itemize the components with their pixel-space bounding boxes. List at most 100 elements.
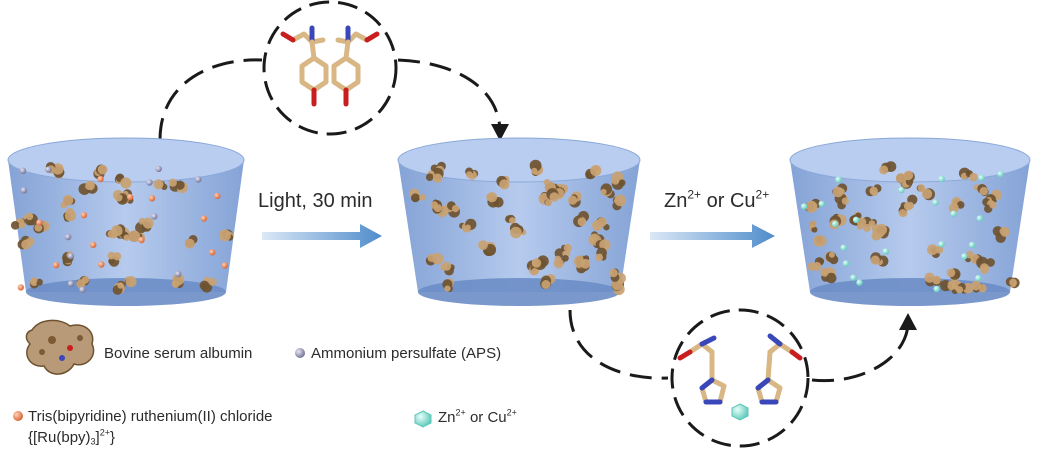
protein-cluster [595,247,607,262]
protein-cluster [444,201,460,218]
protein-cluster [804,198,821,213]
small-sphere [80,211,88,219]
protein-cluster [153,179,168,190]
small-sphere [840,244,847,251]
protein-cluster [813,235,827,247]
protein-cluster [553,254,569,269]
small-sphere [221,262,228,269]
small-sphere [968,241,976,249]
small-sphere [200,215,208,222]
container-crosslinked [397,137,641,306]
small-sphere [195,176,202,183]
small-sphere [67,252,75,260]
protein-cluster [964,250,983,264]
legend-charge-zn: 2+ [455,407,466,418]
small-sphere [978,174,985,182]
small-sphere [208,249,216,256]
protein-cluster [927,244,944,259]
protein-cluster [465,167,479,180]
legend-charge-cu: 2+ [506,407,517,418]
small-sphere [52,261,60,269]
protein-cluster [820,267,837,284]
small-sphere [67,280,75,287]
protein-cluster [425,167,444,183]
protein-cluster [600,183,615,199]
protein-cluster [875,223,890,238]
small-sphere [976,215,983,222]
ru-formula-charge: 2+ [99,427,110,438]
protein-cluster [529,159,544,177]
protein-cluster [895,170,914,186]
ru-formula-close: ] [95,429,100,446]
small-sphere [800,203,808,210]
protein-cluster [171,273,185,289]
small-sphere [138,236,145,244]
step-or: or [701,190,730,212]
protein-cluster [585,165,602,180]
metal-ion-hexagon-icon [414,410,432,428]
protein-cluster [590,234,611,251]
small-sphere [90,241,97,249]
small-sphere [17,284,24,291]
small-sphere [155,165,162,173]
legend-ion-or: or [465,409,488,426]
protein-cluster [459,218,477,233]
small-sphere [850,274,857,281]
protein-cluster [10,217,26,230]
small-sphere [146,179,153,186]
step-label-light: Light, 30 min [258,190,373,212]
protein-cluster [543,179,556,194]
aps-sphere-icon [295,348,305,358]
ru-formula-open: {[Ru(bpy) [28,429,91,446]
protein-cluster [592,217,610,231]
small-sphere [975,274,982,282]
protein-cluster [973,184,989,197]
legend-label-aps: Ammonium persulfate (APS) [311,345,502,362]
dashed-arrowhead-right [899,313,917,330]
protein-cluster [128,230,145,242]
small-sphere [933,285,940,293]
histidine-metal-coordination-icon [670,308,810,448]
protein-cluster [948,197,965,214]
protein-cluster [29,277,43,289]
protein-cluster [870,252,889,267]
small-sphere [842,260,850,267]
small-sphere [938,175,945,183]
small-sphere [127,193,134,201]
small-sphere [97,175,104,183]
protein-cluster [865,184,882,197]
protein-cluster [218,229,234,242]
protein-cluster [879,161,897,175]
small-sphere [36,219,43,226]
step-label-metal: Zn2+ or Cu2+ [664,187,769,213]
protein-cluster [442,278,454,292]
dashed-path-right [568,309,910,383]
protein-cluster [430,199,442,214]
small-sphere [151,213,158,220]
protein-cluster [824,251,839,265]
protein-cluster [112,189,128,205]
small-sphere [898,186,905,194]
step-ion-zn: Zn [664,190,688,212]
ru-formula-end: } [109,429,115,446]
protein-cluster [540,274,556,290]
protein-cluster [832,183,848,198]
legend-ion-cu: Cu [487,409,507,426]
small-sphere [997,170,1004,178]
protein-cluster [546,187,565,202]
protein-cluster [78,180,98,196]
tyrosine-crosslink-icon [262,0,398,136]
protein-cluster [955,282,974,294]
protein-cluster [17,235,35,250]
small-sphere [950,210,957,217]
container-metal-treated [789,137,1031,306]
protein-cluster [112,280,126,295]
protein-cluster [184,235,198,249]
protein-cluster [940,280,956,292]
step-charge-zn: 2+ [687,187,702,202]
small-sphere [856,279,863,286]
protein-cluster [111,224,126,237]
small-sphere [64,233,72,241]
small-sphere [932,199,939,206]
